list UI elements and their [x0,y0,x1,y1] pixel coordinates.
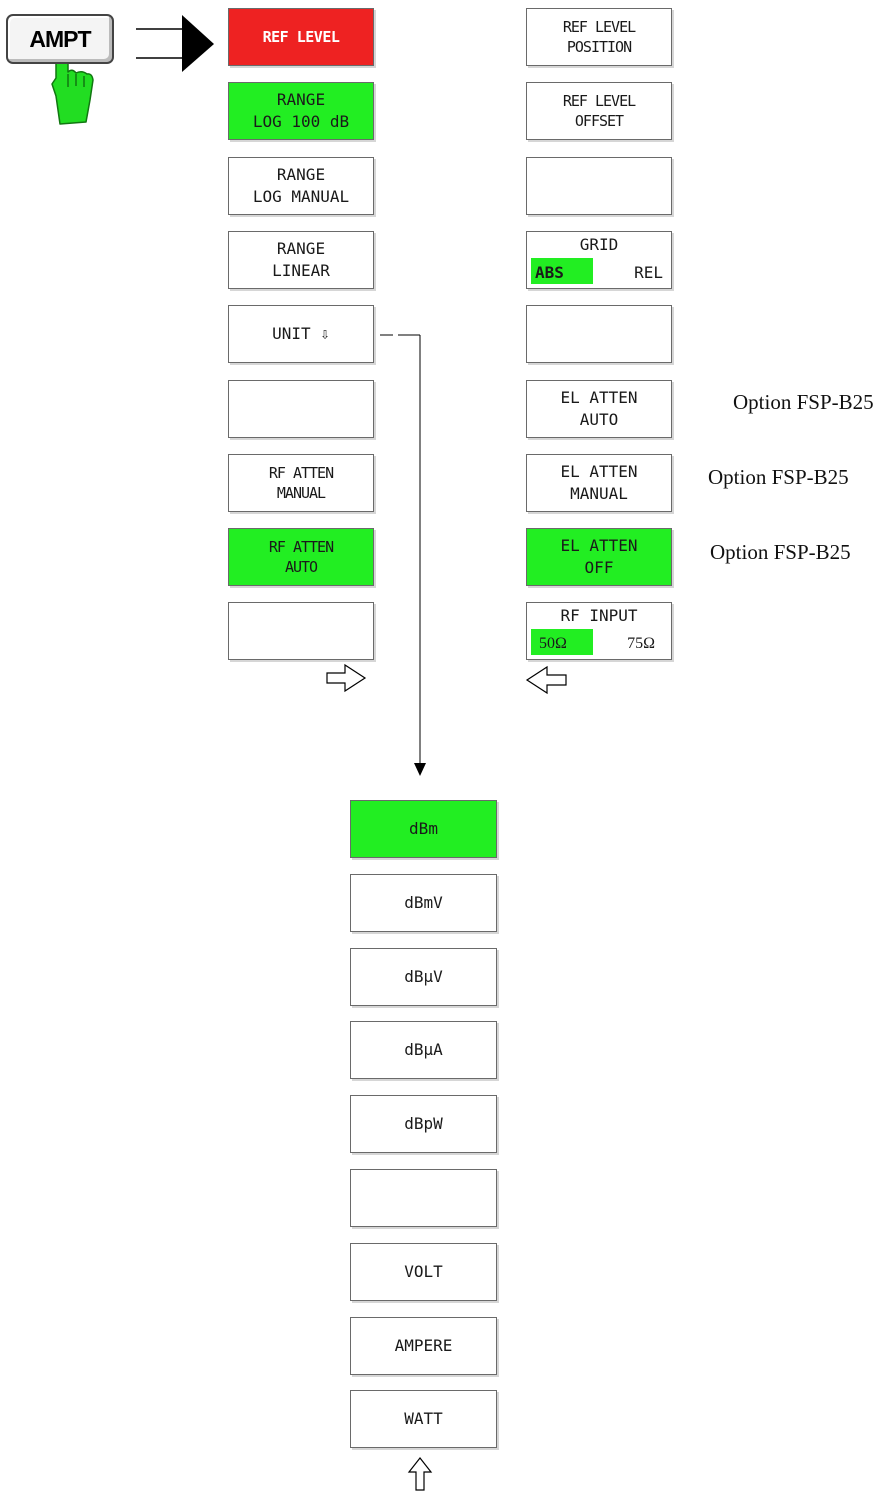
menu-open-arrow-icon [136,15,214,72]
softkey-ref-level[interactable]: REF LEVEL [228,8,374,66]
softkey-dbm[interactable]: dBm [350,800,497,858]
softkey-blank-3[interactable] [526,157,672,215]
softkey-label: RF ATTEN [268,463,334,482]
softkey-dbua[interactable]: dBµA [350,1021,497,1079]
softkey-label: RANGE [276,165,326,185]
arrow-right-outline-icon[interactable] [326,663,367,693]
toggle-option[interactable]: 75Ω [627,634,655,652]
softkey-label: LINEAR [272,261,330,280]
softkey-range-log-100[interactable]: RANGE LOG 100 dB [228,82,374,140]
softkey-label: MANUAL [276,484,326,502]
softkey-rf-atten-auto[interactable]: RF ATTEN AUTO [228,528,374,586]
softkey-ampere[interactable]: AMPERE [350,1317,497,1375]
softkey-label: dBm [409,819,438,839]
unit-submenu-connector [380,334,426,776]
toggle-option-selected[interactable]: 50Ω [539,634,567,652]
softkey-range-linear[interactable]: RANGE LINEAR [228,231,374,289]
softkey-label: WATT [404,1409,443,1429]
softkey-label: VOLT [404,1262,443,1282]
softkey-label: REF LEVEL [562,17,636,36]
softkey-rf-input[interactable]: RF INPUT 50Ω 75Ω [526,602,672,660]
softkey-label: RANGE [276,239,326,259]
softkey-label: GRID [579,235,619,254]
softkey-ref-level-position[interactable]: REF LEVEL POSITION [526,8,672,66]
softkey-label: EL ATTEN [560,536,638,556]
toggle-options: ABS REL [527,257,671,286]
softkey-label: dBpW [404,1114,443,1134]
option-note: Option FSP-B25 [733,390,874,414]
softkey-blank-2[interactable] [228,602,374,660]
softkey-label: POSITION [566,38,632,56]
ampt-hardkey[interactable]: AMPT [6,14,114,64]
toggle-options: 50Ω 75Ω [527,628,671,657]
softkey-dbpw[interactable]: dBpW [350,1095,497,1153]
softkey-blank-1[interactable] [228,380,374,438]
softkey-unit[interactable]: UNIT ⇩ [228,305,374,363]
softkey-label: REF LEVEL [262,27,340,46]
softkey-label: dBmV [404,893,443,913]
softkey-label: RF ATTEN [268,537,334,556]
softkey-label: dBµV [404,967,443,987]
softkey-label: RANGE [276,90,326,110]
softkey-dbmv[interactable]: dBmV [350,874,497,932]
softkey-label: OFF [584,558,614,577]
softkey-label: EL ATTEN [560,388,638,408]
softkey-watt[interactable]: WATT [350,1390,497,1448]
softkey-rf-atten-manual[interactable]: RF ATTEN MANUAL [228,454,374,512]
softkey-blank-4[interactable] [526,305,672,363]
softkey-label: OFFSET [574,112,624,130]
softkey-volt[interactable]: VOLT [350,1243,497,1301]
softkey-range-log-manual[interactable]: RANGE LOG MANUAL [228,157,374,215]
toggle-highlight [531,628,593,655]
softkey-label: RF INPUT [560,606,638,625]
softkey-label: EL ATTEN [560,462,638,482]
option-note: Option FSP-B25 [708,465,849,489]
toggle-option-selected[interactable]: ABS [535,262,564,282]
option-note: Option FSP-B25 [710,540,851,564]
softkey-label: LOG 100 dB [252,112,350,131]
arrow-up-outline-icon[interactable] [407,1457,433,1491]
softkey-label: UNIT ⇩ [272,324,330,344]
softkey-el-atten-manual[interactable]: EL ATTEN MANUAL [526,454,672,512]
softkey-blank-5[interactable] [350,1169,497,1227]
softkey-ref-level-offset[interactable]: REF LEVEL OFFSET [526,82,672,140]
softkey-label: MANUAL [570,484,628,503]
softkey-dbuv[interactable]: dBµV [350,948,497,1006]
softkey-grid[interactable]: GRID ABS REL [526,231,672,289]
arrow-left-outline-icon[interactable] [525,665,567,695]
softkey-el-atten-off[interactable]: EL ATTEN OFF [526,528,672,586]
softkey-el-atten-auto[interactable]: EL ATTEN AUTO [526,380,672,438]
softkey-label: dBµA [404,1040,443,1060]
softkey-label: LOG MANUAL [252,187,350,206]
softkey-label: AUTO [579,410,619,429]
softkey-label: AUTO [284,558,318,576]
softkey-label: REF LEVEL [562,91,636,110]
toggle-option[interactable]: REL [634,262,663,282]
toggle-highlight [531,257,593,284]
softkey-label: AMPERE [394,1336,453,1356]
